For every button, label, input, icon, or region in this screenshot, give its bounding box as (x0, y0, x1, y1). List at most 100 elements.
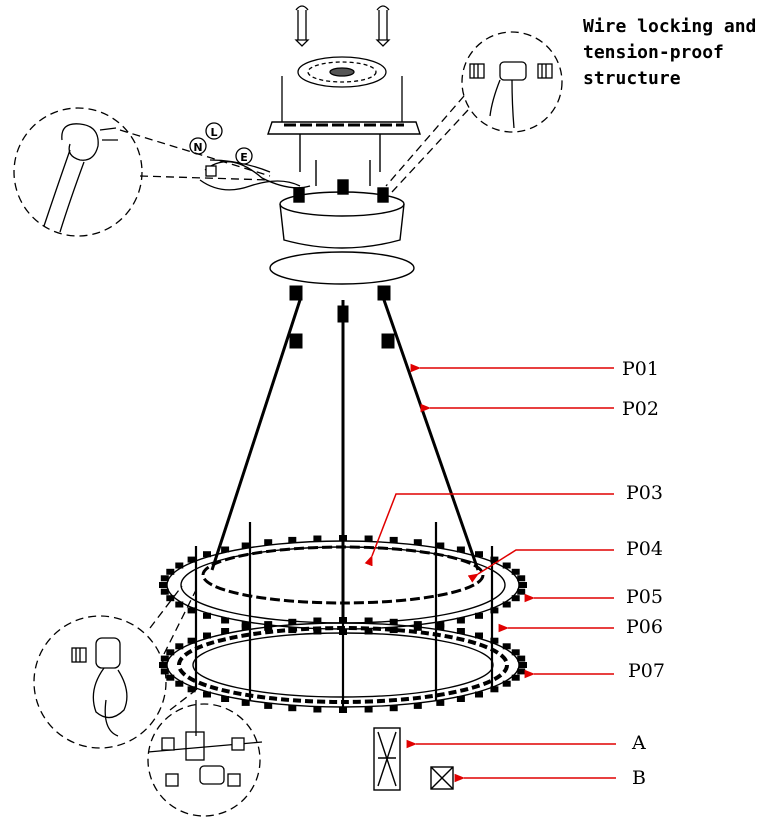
crystal-bead (203, 632, 211, 639)
crystal-bead (313, 706, 322, 713)
mounting-bracket (267, 121, 421, 186)
crystal-bead (203, 691, 211, 698)
crystal-bead (264, 539, 273, 546)
crystal-bead (502, 680, 511, 687)
crystal-bead (313, 535, 322, 542)
upper-ring-crystals (159, 535, 527, 635)
leader-p03 (364, 493, 614, 567)
crystal-bead (490, 607, 499, 614)
crystal-bead (517, 575, 526, 582)
leader-p04 (467, 549, 614, 583)
crystal-bead (160, 588, 169, 595)
wire-tag-e: E (235, 147, 253, 165)
crystal-bead (413, 702, 422, 709)
crystal-bead (264, 624, 273, 631)
crystal-bead (517, 668, 526, 675)
suspension-cables (210, 285, 480, 620)
accessory-a-icon (373, 727, 401, 791)
crystal-bead (166, 568, 175, 575)
crystal-bead (160, 655, 169, 662)
crystal-bead (175, 643, 184, 650)
crystal-bead (475, 691, 483, 698)
crystal-bead (475, 612, 483, 619)
crystal-bead (241, 699, 250, 706)
crystal-bead (364, 535, 373, 542)
crystal-bead (364, 628, 373, 635)
part-label-p07: P07 (628, 660, 665, 682)
crystal-bead (221, 696, 230, 702)
crystal-bead (456, 617, 465, 624)
crystal-bead (187, 607, 196, 614)
crystal-bead (264, 702, 273, 709)
crystal-bead (264, 621, 273, 628)
crystal-bead (203, 551, 211, 558)
crystal-bead (313, 628, 322, 635)
crystal-bead (389, 618, 398, 625)
crystal-bead (413, 621, 422, 628)
crystal-bead (288, 618, 297, 625)
crystal-bead (175, 562, 184, 569)
crystal-bead (241, 624, 250, 631)
wire-label-n: N (193, 141, 202, 154)
wire-tag-n: N (189, 137, 207, 155)
crystal-bead (511, 674, 520, 681)
part-label-p02: P02 (622, 398, 659, 420)
crystal-bead (511, 649, 520, 656)
note-line-1: Wire locking and (583, 16, 757, 37)
crystal-bead (175, 601, 184, 608)
crystal-bead (288, 536, 297, 543)
crystal-bead (502, 562, 511, 569)
crystal-bead (313, 617, 322, 624)
crystal-bead (502, 601, 511, 608)
detail-wire-lock-left (13, 107, 271, 237)
crystal-bead (490, 686, 499, 693)
crystal-bead (436, 624, 445, 631)
crystal-bead (413, 624, 422, 631)
crystal-bead (519, 662, 527, 668)
note-line-2: tension-proof (583, 42, 724, 63)
crystal-bead (241, 542, 250, 549)
crystal-bead (456, 546, 465, 553)
detail-wire-lock-right (385, 31, 563, 193)
crystal-bead (166, 595, 175, 602)
wire-label-e: E (240, 151, 248, 164)
crystal-bead (475, 632, 483, 639)
crystal-bead (187, 686, 196, 693)
crystal-bead (203, 612, 211, 619)
canopy (269, 179, 415, 285)
crystal-bead (288, 705, 297, 712)
ceiling-anchors (294, 5, 391, 47)
crystal-bead (221, 546, 230, 553)
leader-lines (364, 363, 616, 783)
crystal-bead (456, 696, 465, 702)
detail-chain-link (33, 585, 197, 749)
crystal-bead (166, 674, 175, 681)
crystal-bead (175, 680, 184, 687)
part-label-p05: P05 (626, 586, 663, 608)
crystal-bead (511, 595, 520, 602)
crystal-bead (436, 542, 445, 549)
crystal-bead (166, 649, 175, 656)
part-label-b: B (632, 767, 646, 789)
crystal-bead (187, 637, 196, 644)
crystal-bead (221, 617, 230, 624)
crystal-bead (160, 575, 169, 582)
part-label-p06: P06 (626, 616, 663, 638)
part-label-a: A (632, 732, 646, 754)
crystal-bead (389, 536, 398, 543)
part-label-p04: P04 (626, 538, 663, 560)
accessory-b-icon (430, 766, 454, 790)
crystal-bead (364, 706, 373, 713)
crystal-bead (364, 617, 373, 624)
crystal-bead (502, 643, 511, 650)
wire-tag-l: L (205, 122, 223, 140)
crystal-bead (159, 662, 167, 668)
part-label-p01: P01 (622, 358, 659, 380)
part-label-p03: P03 (626, 482, 663, 504)
crystal-bead (475, 551, 483, 558)
crystal-bead (517, 655, 526, 662)
crystal-bead (490, 637, 499, 644)
ceiling-plate (281, 56, 403, 122)
